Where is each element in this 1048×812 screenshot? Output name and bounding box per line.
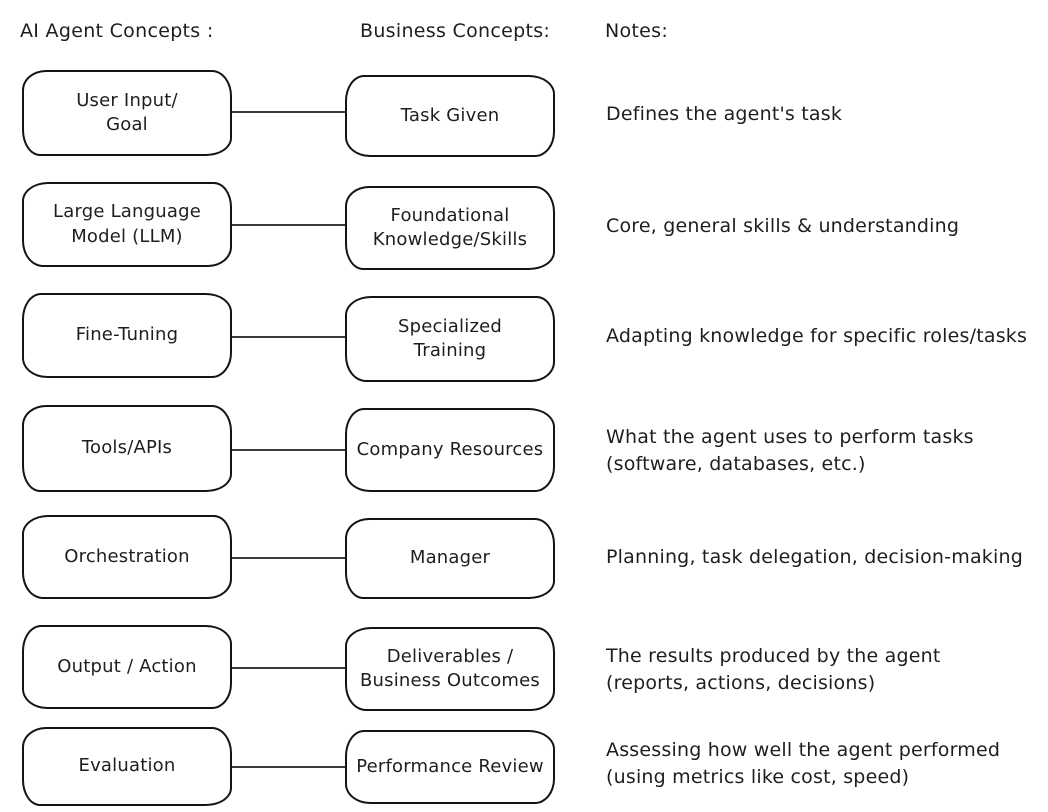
agent-concept-label: Output / Action: [57, 655, 197, 677]
note-text: The results produced by the agent (repor…: [606, 645, 941, 694]
business-concept-box: Task Given: [345, 75, 555, 157]
column-header-notes: Notes:: [605, 20, 669, 42]
agent-concept-label: Evaluation: [78, 755, 176, 777]
business-concept-box: Deliverables / Business Outcomes: [345, 627, 555, 711]
business-concept-label: Performance Review: [356, 755, 544, 777]
connector-line: [232, 766, 345, 768]
business-concept-label: Task Given: [400, 104, 500, 126]
business-concept-label: Company Resources: [356, 438, 544, 460]
note-text: Assessing how well the agent performed (…: [606, 739, 1001, 788]
business-concept-box: Performance Review: [345, 730, 555, 804]
connector-line: [232, 224, 345, 226]
agent-concept-box: Orchestration: [22, 515, 232, 599]
agent-concept-box: User Input/ Goal: [22, 70, 232, 156]
note-text: Planning, task delegation, decision-maki…: [606, 546, 1023, 568]
business-concept-box: Company Resources: [345, 408, 555, 492]
agent-concept-box: Large Language Model (LLM): [22, 182, 232, 267]
business-concept-label: Deliverables / Business Outcomes: [359, 645, 541, 691]
column-header-business-concepts: Business Concepts:: [360, 20, 551, 42]
agent-concept-label: Tools/APIs: [81, 437, 173, 459]
connector-line: [232, 557, 345, 559]
note-text: Defines the agent's task: [606, 103, 843, 125]
business-concept-box: Foundational Knowledge/Skills: [345, 186, 555, 270]
note-text: Adapting knowledge for specific roles/ta…: [606, 325, 1028, 347]
connector-line: [232, 449, 345, 451]
note-text: Core, general skills & understanding: [606, 215, 960, 237]
business-concept-label: Manager: [409, 547, 491, 569]
agent-concept-box: Tools/APIs: [22, 405, 232, 492]
connector-line: [232, 667, 345, 669]
agent-concept-label: Fine-Tuning: [75, 324, 179, 346]
agent-concept-label: User Input/ Goal: [76, 89, 178, 135]
business-concept-label: Specialized Training: [397, 315, 502, 361]
agent-concept-box: Evaluation: [22, 727, 232, 806]
connector-line: [232, 111, 345, 113]
business-concept-box: Manager: [345, 518, 555, 599]
agent-concept-label: Orchestration: [64, 545, 190, 567]
note-text: What the agent uses to perform tasks (so…: [606, 426, 974, 475]
business-concept-box: Specialized Training: [345, 296, 555, 382]
connector-line: [232, 336, 345, 338]
agent-concept-box: Output / Action: [22, 625, 232, 709]
business-concept-label: Foundational Knowledge/Skills: [372, 204, 528, 250]
agent-concept-box: Fine-Tuning: [22, 293, 232, 378]
agent-concept-label: Large Language Model (LLM): [53, 201, 201, 247]
column-header-agent-concepts: AI Agent Concepts :: [20, 20, 214, 42]
